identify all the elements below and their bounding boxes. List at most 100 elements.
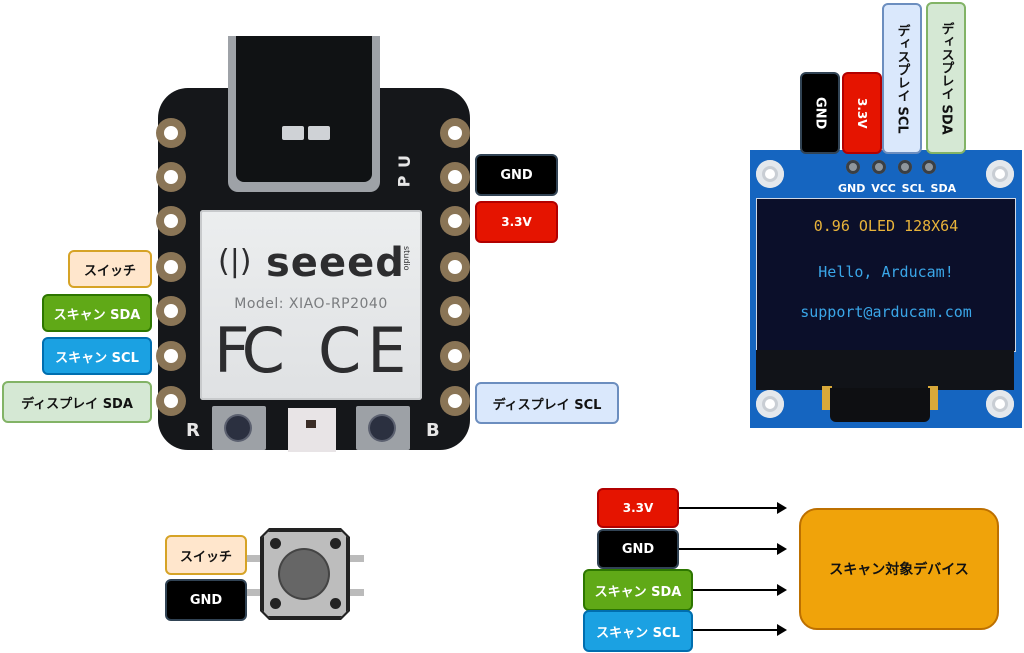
usb-contact [308,126,330,140]
switch-leg [246,589,260,596]
usb-c-connector [228,36,380,192]
switch-leg [350,555,364,562]
pin-label-text: GND [500,167,533,183]
pin-label-scan-scl: スキャン SCL [42,337,152,375]
header-pin-sda [922,160,936,174]
usb-c-port [236,36,372,182]
mount-hole [756,390,784,418]
mount-hole [986,160,1014,188]
rf-shield: seeed (|) studio Model: XIAO-RP2040 FC C… [200,210,422,400]
ce-mark: CE [318,314,412,387]
pad-left-2 [156,162,186,192]
scan-target-device: スキャン対象デバイス [799,508,999,630]
mount-hole [756,160,784,188]
header-pin-gnd [846,160,860,174]
pin-label-scan-sda: スキャン SDA [42,294,152,332]
tactile-switch-button[interactable] [280,550,328,598]
pad-left-1 [156,118,186,148]
switch-pin-label-gnd: GND [165,579,247,621]
pad-right-6 [440,341,470,371]
arrow-sda [693,584,787,596]
pad-right-2 [440,162,470,192]
silk-power-label: P [394,175,414,188]
boot-button[interactable] [356,406,410,450]
pad-left-4 [156,252,186,282]
scan-pin-label-gnd: GND [597,529,679,569]
pin-label-display-scl: ディスプレイ SCL [475,382,619,424]
oled-screen: 0.96 OLED 128X64 Hello, Arducam! support… [756,198,1016,352]
oled-text: support@arducam.com [800,303,972,321]
oled-line-title: 0.96 OLED 128X64 [757,217,1015,235]
oled-pin-silkscreen: GND VCC SCL SDA [838,182,957,195]
rgb-led [288,408,336,452]
pin-label-text: 3.3V [501,215,532,229]
reset-button[interactable] [212,406,266,450]
boot-button-cap [370,416,394,440]
oled-module: GND VCC SCL SDA 0.96 OLED 128X64 Hello, … [750,150,1022,428]
pin-label-text: スイッチ [179,549,232,565]
pad-left-6 [156,341,186,371]
pad-left-5 [156,296,186,326]
pin-label-text: ディスプレイ SCL [492,397,602,413]
pin-label-text: ディスプレイ SDA [21,396,133,412]
oled-line-email: support@arducam.com [757,303,1015,321]
oled-pin-label-3v3: 3.3V [842,72,882,154]
pad-right-3 [440,206,470,236]
pin-label-switch: スイッチ [68,250,152,288]
pin-label-text: GND [621,541,655,557]
oled-pin-label-display-sda: ディスプレイ SDA [926,2,966,154]
usb-contact [282,126,304,140]
fcc-text: FC [214,314,285,387]
pad-right-4 [440,252,470,282]
ce-text: CE [318,314,413,387]
pin-label-text: スイッチ [83,263,136,279]
pin-label-text: スキャン SCL [55,350,139,366]
silk-user-label: U [395,155,414,168]
pad-right-5 [440,296,470,326]
pad-left-3 [156,206,186,236]
scan-pin-label-3v3: 3.3V [597,488,679,528]
flex-cable-edge [822,386,832,410]
oled-text: Hello, Arducam! [818,263,954,281]
scan-pin-label-sda: スキャン SDA [583,569,693,611]
oled-pin-label-display-scl: ディスプレイ SCL [882,3,922,154]
arrow-scl [693,624,787,636]
seeed-brand-text: seeed [266,240,405,286]
pin-label-3v3: 3.3V [475,201,558,243]
seeed-studio-text: studio [402,246,411,271]
silk-r-label: R [186,420,200,441]
switch-corner-dot [330,538,341,549]
seeed-leaf-icon: (|) [218,244,252,279]
arrow-3v3 [679,502,787,514]
header-pin-scl [898,160,912,174]
pin-label-text: 3.3V [622,501,654,515]
oled-text: 0.96 OLED 128X64 [813,217,959,235]
pin-label-text: スキャン SDA [53,307,141,323]
device-label: スキャン対象デバイス [829,562,969,578]
pad-left-7 [156,386,186,416]
oled-line-hello: Hello, Arducam! [757,263,1015,281]
oled-pin-label-gnd: GND [800,72,840,154]
switch-corner-dot [270,598,281,609]
model-text: Model: XIAO-RP2040 [234,296,388,312]
reset-button-cap [226,416,250,440]
seeed-logo: seeed [226,240,404,286]
scan-pin-label-scl: スキャン SCL [583,610,693,652]
pad-right-7 [440,386,470,416]
fcc-mark: FC [214,314,285,387]
header-pin-vcc [872,160,886,174]
pin-label-text: ディスプレイ SCL [894,23,910,134]
switch-pin-label-switch: スイッチ [165,535,247,575]
arrow-gnd [679,543,787,555]
switch-leg [350,589,364,596]
pin-label-display-sda: ディスプレイ SDA [2,381,152,423]
flex-cable [830,388,930,422]
oled-glass-edge [756,350,1014,390]
pad-right-1 [440,118,470,148]
pin-label-text: 3.3V [855,97,869,129]
pin-label-text: GND [189,592,223,608]
mount-hole [986,390,1014,418]
switch-corner-dot [270,538,281,549]
pin-label-gnd: GND [475,154,558,196]
switch-corner-dot [330,598,341,609]
